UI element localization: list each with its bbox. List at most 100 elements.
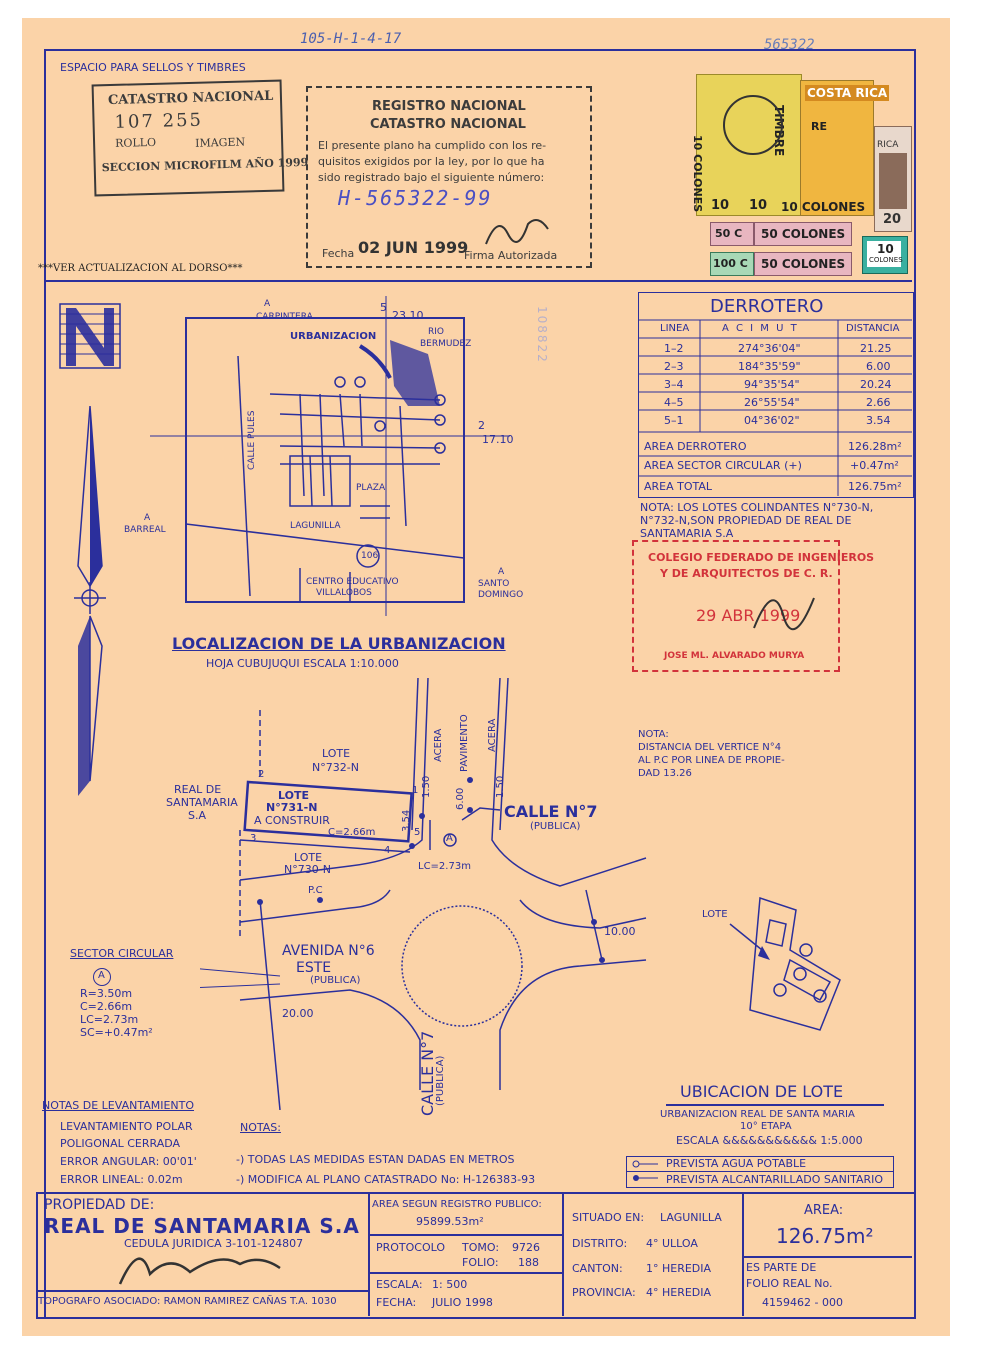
protocolo-label: PROTOCOLO bbox=[376, 1241, 446, 1254]
area-derrotero-value: 126.28m² bbox=[848, 440, 902, 453]
registro-fecha: 02 JUN 1999 bbox=[358, 238, 469, 257]
canton-value: 1° HEREDIA bbox=[646, 1262, 712, 1275]
map-label-urbanizacion: URBANIZACION bbox=[290, 331, 377, 342]
sector-circular-sc: SC=+0.47m² bbox=[80, 1026, 153, 1039]
map-label-centro-1: CENTRO EDUCATIVO bbox=[306, 577, 399, 587]
lot-732-label-1: LOTE bbox=[322, 747, 351, 760]
stamp-50c: 50 C bbox=[710, 222, 754, 246]
ref-code: 105-H-1-4-17 bbox=[300, 31, 402, 47]
avenue-6-este: ESTE bbox=[296, 960, 332, 976]
surveyor: TOPOGRAFO ASOCIADO: RAMON RAMIREZ CAÑAS … bbox=[38, 1296, 337, 1307]
fecha-label: FECHA: bbox=[376, 1296, 417, 1309]
note-2: -) MODIFICA AL PLANO CATASTRADO No: H-12… bbox=[236, 1173, 536, 1186]
lot-location-map bbox=[729, 896, 841, 1031]
plot-plan-drawing bbox=[200, 677, 647, 1110]
derrotero-row-distancia: 2.66 bbox=[866, 396, 891, 409]
registro-fecha-label: Fecha bbox=[322, 247, 355, 260]
dim-150-a: 1.50 bbox=[421, 775, 432, 798]
rica-stamp-brown: RICA 20 bbox=[874, 126, 912, 232]
timbre-10b: 10 bbox=[749, 198, 768, 213]
dim-150-b: 1.50 bbox=[495, 775, 506, 798]
arc-marker-a: A bbox=[446, 833, 453, 844]
area-label: AREA: bbox=[804, 1203, 844, 1218]
ubicacion-scale: ESCALA &&&&&&&&&&& 1:5.000 bbox=[676, 1134, 863, 1147]
arc-length-label: LC=2.73m bbox=[418, 861, 471, 872]
street-calle-7-label: CALLE N°7 bbox=[504, 802, 598, 821]
situado-label: SITUADO EN: bbox=[572, 1211, 645, 1224]
derrotero-row-linea: 2–3 bbox=[664, 360, 684, 373]
catastro-stamp-number: 107 255 bbox=[114, 109, 204, 133]
map-label-calle-pules: CALLE PULES bbox=[247, 410, 257, 470]
registro-stamp: REGISTRO NACIONAL CATASTRO NACIONAL El p… bbox=[306, 86, 592, 268]
location-map bbox=[150, 296, 510, 616]
title-block-hline-1 bbox=[368, 1234, 562, 1236]
area-registro-label: AREA SEGUN REGISTRO PUBLICO: bbox=[372, 1199, 542, 1210]
street-calle-7-publica: (PUBLICA) bbox=[530, 821, 581, 832]
sector-circular-r: R=3.50m bbox=[80, 987, 133, 1000]
stamp-10-colones-b: 10 COLONES bbox=[781, 200, 866, 214]
catastro-stamp-rollo: ROLLO bbox=[114, 135, 157, 150]
area-total-value: 126.75m² bbox=[848, 480, 902, 493]
tomo-value: 9726 bbox=[512, 1241, 540, 1254]
distrito-value: 4° ULLOA bbox=[646, 1237, 698, 1250]
derrotero-row-linea: 1–2 bbox=[664, 342, 684, 355]
stamp-10-green-value: 10 bbox=[877, 242, 894, 256]
derrotero-row-linea: 4–5 bbox=[664, 396, 684, 409]
derrotero-row-acimut: 184°35'59" bbox=[738, 360, 801, 373]
folio-real-1: ES PARTE DE bbox=[746, 1261, 817, 1274]
lot-731-label-1: LOTE bbox=[278, 789, 309, 802]
timbre-10: 10 bbox=[711, 198, 730, 213]
registro-text-3: sido registrado bajo el siguiente número… bbox=[318, 171, 545, 184]
derrotero-header-distancia: DISTANCIA bbox=[846, 323, 900, 334]
provincia-label: PROVINCIA: bbox=[572, 1286, 636, 1299]
derrotero-header-linea: LINEA bbox=[660, 323, 690, 334]
escala-value: 1: 500 bbox=[432, 1278, 468, 1291]
catastro-stamp-imagen: IMAGEN bbox=[194, 135, 246, 150]
fecha-value: JULIO 1998 bbox=[432, 1296, 493, 1309]
map-label-santo-1: SANTO bbox=[478, 579, 510, 589]
derrotero-row-acimut: 94°35'54" bbox=[744, 378, 800, 391]
map-coord-2: 2 bbox=[478, 419, 485, 432]
provincia-value: 4° HEREDIA bbox=[646, 1286, 712, 1299]
rica-image-icon bbox=[879, 153, 907, 209]
vertex-2: 2 bbox=[258, 769, 265, 780]
catastro-stamp-section: SECCION MICROFILM AÑO 1999 bbox=[101, 155, 309, 175]
stamp-50-colones-b-label: 50 COLONES bbox=[761, 257, 846, 271]
update-note: ***VER ACTUALIZACION AL DORSO*** bbox=[38, 263, 243, 274]
lot-730-label-1: LOTE bbox=[294, 851, 323, 864]
map-label-lagunilla: LAGUNILLA bbox=[290, 521, 341, 531]
stamp-space-label: ESPACIO PARA SELLOS Y TIMBRES bbox=[60, 61, 246, 74]
sector-circular-c: C=2.66m bbox=[80, 1000, 133, 1013]
catastro-stamp: CATASTRO NACIONAL 107 255 ROLLO IMAGEN S… bbox=[91, 79, 308, 197]
survey-notes-title: NOTAS DE LEVANTAMIENTO bbox=[42, 1099, 195, 1112]
timbre-seal-icon bbox=[723, 95, 783, 155]
folio-value: 188 bbox=[518, 1256, 539, 1269]
derrotero-title: DERROTERO bbox=[710, 296, 824, 317]
arc-chord-label: C=2.66m bbox=[328, 827, 376, 838]
stamp-10-green-unit: COLONES bbox=[869, 256, 903, 264]
derrotero-note-2: N°732-N,SON PROPIEDAD DE REAL DE bbox=[640, 514, 852, 527]
colegio-stamp: COLEGIO FEDERADO DE INGENIEROS Y DE ARQU… bbox=[632, 540, 874, 672]
map-label-carpintera-a: A bbox=[264, 299, 271, 309]
folio-real-2: FOLIO REAL No. bbox=[746, 1277, 833, 1290]
title-block-hline-4 bbox=[36, 1290, 368, 1292]
rica-20: 20 bbox=[883, 212, 902, 227]
notes-title: NOTAS: bbox=[240, 1121, 281, 1134]
sector-circular-marker: A bbox=[93, 968, 111, 986]
vertex-4: 4 bbox=[384, 845, 391, 856]
folio-label: FOLIO: bbox=[462, 1256, 499, 1269]
sidewalk-label-2: ACERA bbox=[487, 718, 498, 752]
colegio-stamp-line-2: Y DE ARQUITECTOS DE C. R. bbox=[660, 567, 833, 580]
derrotero-row-distancia: 20.24 bbox=[860, 378, 892, 391]
pavement-label: PAVIMENTO bbox=[459, 714, 470, 772]
owner-cedula: CEDULA JURIDICA 3-101-124807 bbox=[124, 1237, 304, 1250]
header-divider bbox=[44, 280, 912, 282]
costa-rica-stamp: COSTA RICA RE 10 COLONES bbox=[781, 80, 890, 216]
map-label-carpintera: CARPINTERA bbox=[256, 312, 313, 322]
registro-title-2: CATASTRO NACIONAL bbox=[370, 117, 526, 132]
derrotero-header-acimut: A C I M U T bbox=[722, 323, 799, 334]
derrotero-row-distancia: 3.54 bbox=[866, 414, 891, 427]
situado-value: LAGUNILLA bbox=[660, 1211, 722, 1224]
avenue-6-label: AVENIDA N°6 bbox=[282, 943, 375, 959]
registro-number: H-565322-99 bbox=[338, 186, 493, 210]
